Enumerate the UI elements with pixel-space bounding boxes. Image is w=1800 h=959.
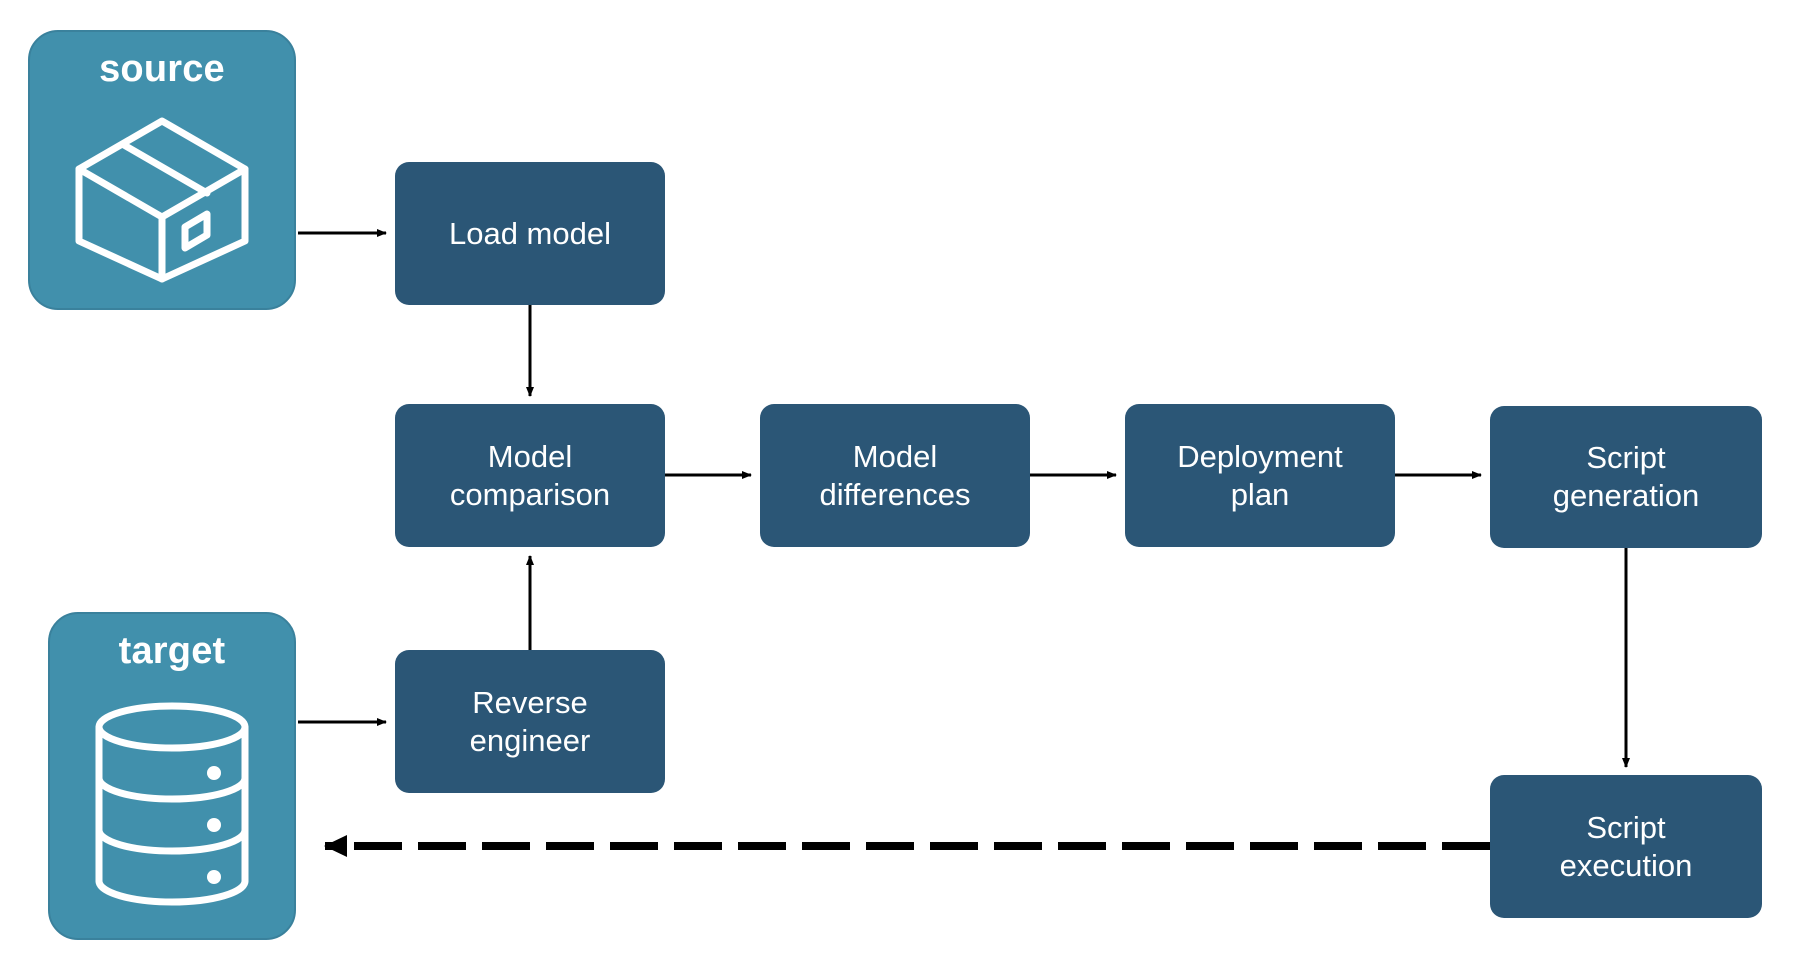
- process-node-deployment-plan[interactable]: Deployment plan: [1125, 404, 1395, 547]
- endpoint-node-target[interactable]: target: [48, 612, 296, 940]
- process-node-load-model[interactable]: Load model: [395, 162, 665, 305]
- process-node-model-differences[interactable]: Model differences: [760, 404, 1030, 547]
- package-box-icon: [75, 117, 249, 283]
- process-node-script-generation[interactable]: Script generation: [1490, 406, 1762, 548]
- database-cylinder-icon: [95, 702, 249, 906]
- endpoint-icon-slot-target: [50, 670, 294, 938]
- endpoint-label-source: source: [99, 48, 225, 90]
- endpoint-label-target: target: [118, 630, 226, 672]
- process-node-reverse-engineer[interactable]: Reverse engineer: [395, 650, 665, 793]
- endpoint-icon-slot-source: [30, 88, 294, 308]
- process-node-script-execution[interactable]: Script execution: [1490, 775, 1762, 918]
- process-node-model-comparison[interactable]: Model comparison: [395, 404, 665, 547]
- endpoint-node-source[interactable]: source: [28, 30, 296, 310]
